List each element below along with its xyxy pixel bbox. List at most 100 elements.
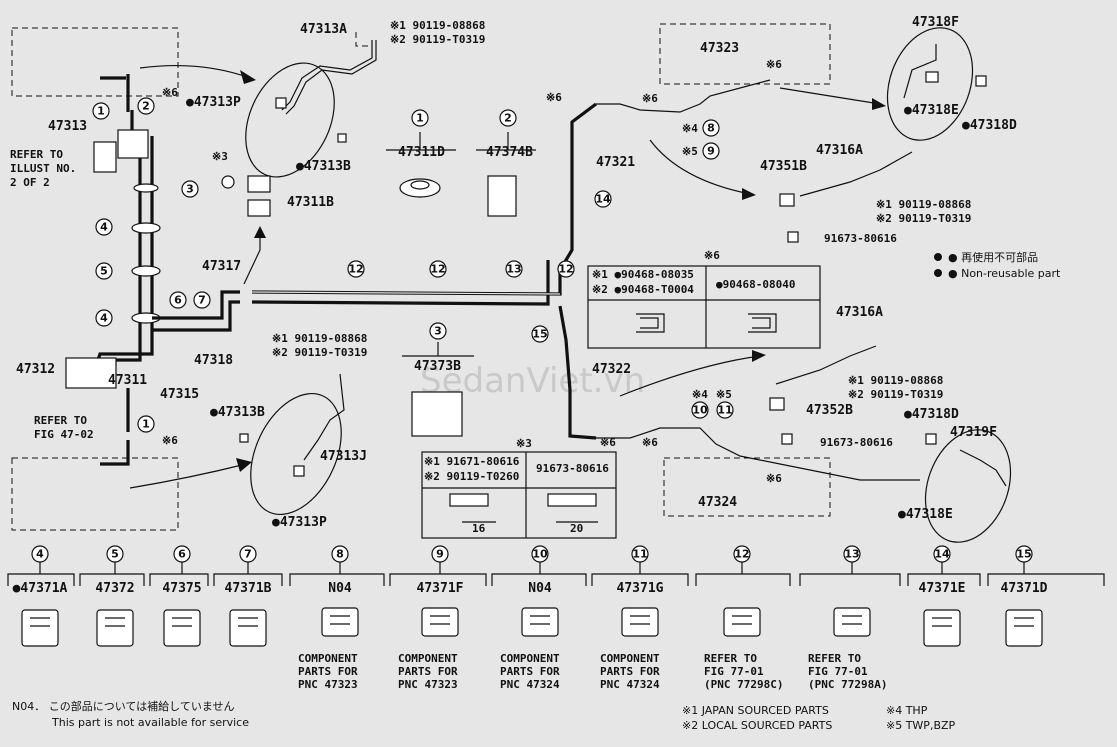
svg-text:1: 1: [416, 112, 424, 125]
fitting-47318E-top: [925, 71, 939, 83]
label-47313P-bot: ●47313P: [272, 515, 327, 530]
bottom-part-icon-14: [923, 609, 961, 647]
arrow-top: [139, 64, 251, 79]
clamp-3: [133, 183, 159, 193]
bottom-part-note-12-0: REFER TO: [704, 652, 757, 665]
bottom-part-icon-detail-4: [30, 617, 50, 627]
legend-en: ● Non-reusable part: [948, 267, 1061, 280]
bottom-part-icon-detail-8: [330, 615, 350, 625]
hose-47316A-bot: [775, 345, 877, 385]
hose-bottom: [303, 373, 345, 461]
bottom-part-icon-11: [621, 607, 659, 637]
detail-ellipse-bottom: [250, 392, 342, 516]
bottom-part-label-10: N04: [528, 581, 552, 596]
clip-47373B: [411, 391, 463, 437]
callout-2-clip: 2: [499, 109, 517, 127]
leader-dash-top: [355, 32, 368, 47]
grommet-47311D: [399, 178, 441, 198]
bolt-table-dim2: 20: [570, 522, 583, 535]
bolt-icon-1: [449, 493, 489, 507]
bottom-part-note-13-1: FIG 77-01: [808, 665, 868, 678]
bottom-callout-text-5: 5: [111, 548, 119, 561]
bottom-callout-text-13: 13: [844, 548, 859, 561]
bottom-callout-text-4: 4: [36, 548, 44, 561]
footer-note-4: ※4 THP: [886, 704, 928, 717]
label-mark4-b: ※4: [692, 388, 708, 401]
label-mark6-e: ※6: [766, 58, 782, 71]
arrow-47317: [243, 232, 261, 285]
label-mark6-h: ※6: [766, 472, 782, 485]
bottom-part-icon-15: [1005, 609, 1043, 647]
label-47313P-top: ●47313P: [186, 95, 241, 110]
bottom-part-icon-detail-5: [105, 617, 125, 627]
label-mark6-b: ※6: [162, 434, 178, 447]
bracket-47351B: [779, 193, 795, 207]
svg-text:9: 9: [707, 145, 715, 158]
label-47352B: 47352B: [806, 403, 853, 418]
callout-3: 3: [181, 180, 199, 198]
bottom-bracket-6: [149, 562, 209, 586]
clamp-5: [131, 265, 161, 277]
label-mark5-a: ※5: [682, 145, 698, 158]
detail-ellipse-top: [245, 62, 335, 178]
label-47323: 47323: [700, 41, 739, 56]
clip-table-header: ※6: [704, 249, 720, 262]
bottom-part-label-4: ●47371A: [13, 581, 68, 596]
arrow-bottom: [129, 463, 247, 489]
bottom-part-4: 4 ●47371A: [7, 545, 75, 647]
bottom-part-icon-detail-14: [932, 617, 952, 627]
bottom-part-icon-4: [21, 609, 59, 647]
bottom-bracket-5: [79, 562, 145, 586]
clip-table: [587, 265, 821, 349]
svg-text:12: 12: [348, 263, 363, 276]
tube-main-2: [251, 260, 550, 306]
clip-table-grid: [588, 266, 820, 348]
arrow-right-lower: [619, 355, 761, 397]
bottom-part-label-14: 47371E: [919, 581, 966, 596]
label-47312: 47312: [16, 362, 55, 377]
svg-text:3: 3: [186, 183, 194, 196]
bottom-part-icon-13: [833, 607, 871, 637]
bottom-part-note-12-1: FIG 77-01: [704, 665, 764, 678]
bracket-47352B: [769, 397, 785, 411]
bottom-bracket-9: [389, 562, 487, 586]
label-bolt-r2-1: ※1 90119-08868: [848, 374, 943, 387]
footer-note-1: ※1 JAPAN SOURCED PARTS: [682, 704, 829, 717]
ref-box-top-left: [11, 27, 179, 97]
label-47313J: 47313J: [320, 449, 367, 464]
bolt-table-c1-line1: ※1 91671-80616: [424, 455, 520, 468]
bottom-callout-text-15: 15: [1016, 548, 1031, 561]
svg-text:12: 12: [558, 263, 573, 276]
leader-2: [476, 132, 536, 151]
bottom-part-note-8-2: PNC 47323: [298, 678, 358, 691]
bottom-part-note-13-2: (PNC 77298A): [808, 678, 887, 691]
callout-9: 9: [702, 142, 720, 160]
bottom-part-icon-12: [723, 607, 761, 637]
label-mark6-d: ※6: [642, 92, 658, 105]
clip-table-c2: ●90468-08040: [716, 278, 795, 291]
bottom-part-icon-detail-7: [238, 617, 258, 627]
label-91673-bot: 91673-80616: [820, 436, 893, 449]
part-47311B-b: [247, 199, 271, 217]
label-47322: 47322: [592, 362, 631, 377]
svg-text:1: 1: [142, 418, 150, 431]
bottom-part-note-12-2: (PNC 77298C): [704, 678, 783, 691]
bottom-part-icon-detail-15: [1014, 617, 1034, 627]
bottom-callout-text-11: 11: [632, 548, 647, 561]
bottom-part-note-9-2: PNC 47323: [398, 678, 458, 691]
label-47318E-top: ●47318E: [904, 103, 959, 118]
bottom-part-label-9: 47371F: [417, 581, 464, 596]
clip-icon-2: [748, 313, 777, 333]
svg-text:11: 11: [717, 404, 732, 417]
bottom-part-label-5: 47372: [95, 581, 134, 596]
callout-15: 15: [531, 325, 549, 343]
bottom-bracket-4: [7, 562, 75, 586]
callout-12a: 12: [347, 260, 365, 278]
bottom-parts-row: 4●47371A547372647375747371B8N04COMPONENT…: [7, 545, 1105, 691]
callout-11: 11: [716, 401, 734, 419]
label-bolt-mid-1: ※1 90119-08868: [272, 332, 367, 345]
